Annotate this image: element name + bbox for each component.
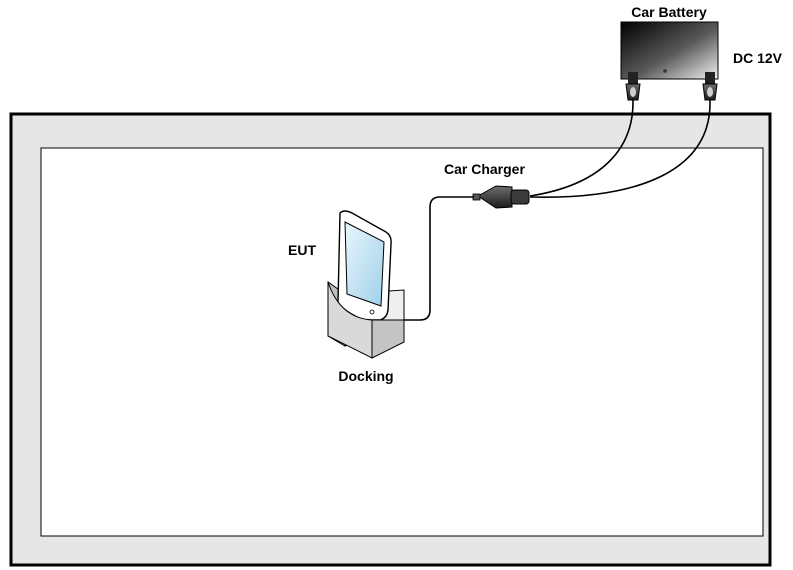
battery-cables	[529, 99, 711, 198]
charger-to-dock-cable	[404, 196, 474, 321]
car-charger-label: Car Charger	[444, 161, 525, 177]
eut-label: EUT	[288, 242, 316, 258]
docking-label: Docking	[338, 368, 393, 384]
tablet-device-icon	[337, 210, 392, 321]
car-battery-label: Car Battery	[631, 4, 707, 20]
battery-terminal-right-icon	[702, 72, 718, 101]
test-table	[9, 112, 772, 567]
car-charger-plug-icon	[472, 185, 530, 209]
docking-cradle-front	[327, 281, 405, 359]
battery-cable-left	[529, 99, 634, 197]
battery-terminal-left-icon	[625, 72, 641, 101]
dc-voltage-label: DC 12V	[733, 50, 783, 66]
battery-cable-right	[529, 99, 711, 198]
car-battery-icon	[620, 21, 719, 101]
